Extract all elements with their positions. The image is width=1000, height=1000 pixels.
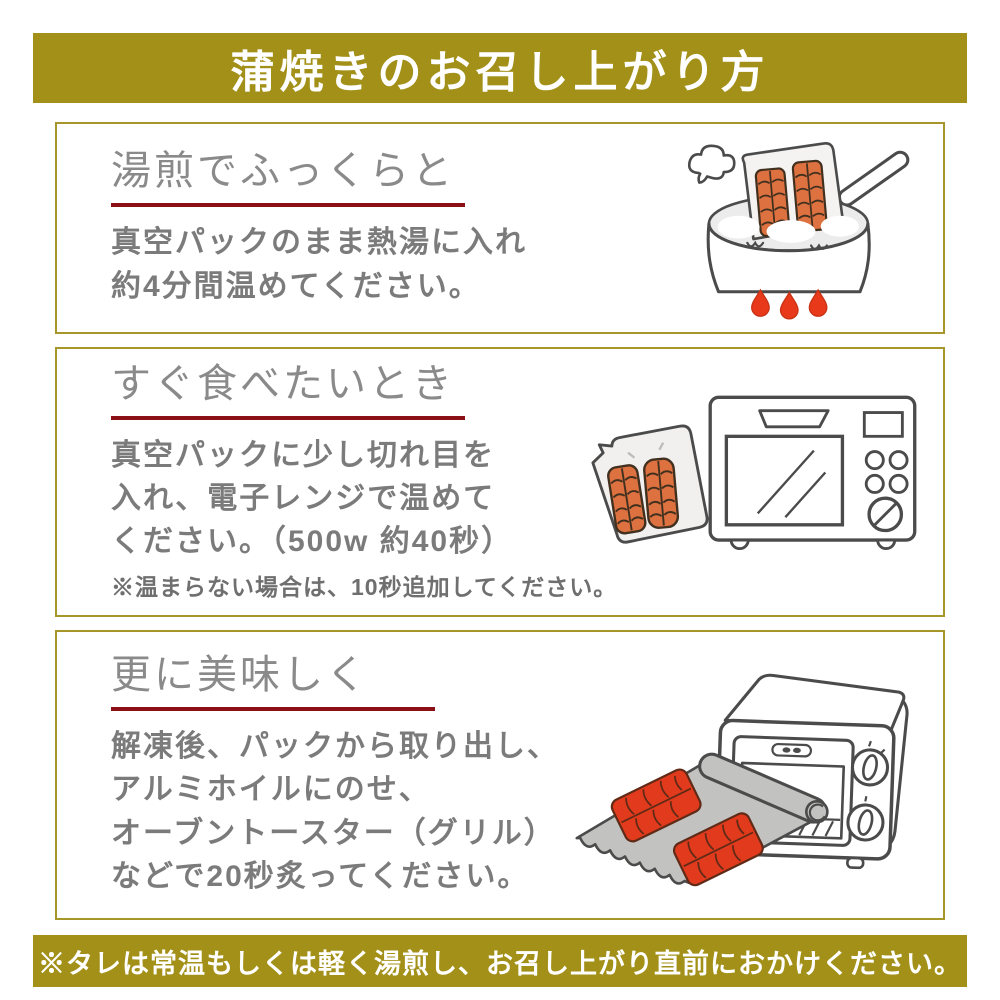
card-toaster-grill: 更に美味しく 解凍後、パックから取り出し、 アルミホイルにのせ、 オーブントース… <box>55 630 945 920</box>
body-line: 約4分間温めてください。 <box>111 269 481 303</box>
footer-note-banner: ※タレは常温もしくは軽く湯煎し、お召し上がり直前におかけください。 <box>33 935 967 987</box>
boiling-pot-icon <box>687 141 910 320</box>
body-line: オーブントースター（グリル） <box>111 816 556 850</box>
vacuum-pack-icon <box>741 141 845 241</box>
microwave-foot <box>876 538 897 551</box>
toaster-foot <box>846 856 865 870</box>
eel-fillet-icon <box>643 457 680 529</box>
card-microwave: すぐ食べたいとき 真空パックに少し切れ目を 入れ、電子レンジで温めて ください。… <box>55 347 945 617</box>
eel-fillet-icon <box>610 768 702 843</box>
microwave-footnote: ※温まらない場合は、10秒追加してください。 <box>111 574 618 601</box>
microwave-window <box>724 434 845 527</box>
microwave-top-vent <box>758 409 830 429</box>
body-line: アルミホイルにのせ、 <box>111 773 431 807</box>
toaster-dial <box>846 796 885 842</box>
foil-roll <box>698 752 829 824</box>
body-line: 解凍後、パックから取り出し、 <box>111 730 559 764</box>
body-line: 入れ、電子レンジで温めて <box>111 481 496 515</box>
microwave-illustration <box>577 382 929 582</box>
microwave-foot <box>729 538 750 551</box>
boiling-pot-illustration <box>667 136 929 320</box>
flame-icon <box>751 288 828 320</box>
page-title: 蒲焼きのお召し上がり方 <box>230 48 770 97</box>
vacuum-pack-icon <box>591 424 709 544</box>
foam <box>717 215 860 251</box>
microwave-text: すぐ食べたいとき 真空パックに少し切れ目を 入れ、電子レンジで温めて ください。… <box>111 361 618 603</box>
microwave-icon <box>708 395 917 551</box>
toaster-grill-text: 更に美味しく 解凍後、パックから取り出し、 アルミホイルにのせ、 オーブントース… <box>111 652 561 898</box>
eel-fillet-icon <box>672 812 764 887</box>
section-title-toaster-grill: 更に美味しく <box>111 652 435 712</box>
microwave-scene-icon <box>591 395 917 551</box>
toaster-vent <box>771 742 813 758</box>
toaster-scene-icon <box>575 673 909 887</box>
body-line: などで20秒炙ってください。 <box>111 859 530 893</box>
footer-note: ※タレは常温もしくは軽く湯煎し、お召し上がり直前におかけください。 <box>38 948 962 979</box>
section-title-microwave: すぐ食べたいとき <box>111 361 465 420</box>
microwave-display <box>862 411 904 438</box>
page-title-banner: 蒲焼きのお召し上がり方 <box>33 33 967 103</box>
aluminum-foil-icon <box>575 752 829 887</box>
body-line: ください。（500w 約40秒） <box>111 525 514 559</box>
toaster-dial <box>850 740 890 787</box>
section-title-hot-water-bath: 湯煎でふっくらと <box>111 148 465 208</box>
card-hot-water-bath: 湯煎でふっくらと 真空パックのまま熱湯に入れ 約4分間温めてください。 <box>55 122 945 334</box>
eel-fillet-icon <box>754 167 791 238</box>
body-line: 真空パックに少し切れ目を <box>111 438 495 472</box>
eel-fillet-icon <box>607 464 647 535</box>
toaster-oven-illustration <box>561 660 929 890</box>
steam-puff-icon <box>687 144 736 184</box>
instruction-cards: 湯煎でふっくらと 真空パックのまま熱湯に入れ 約4分間温めてください。 <box>33 122 967 920</box>
pot-handle <box>837 150 910 207</box>
cooking-pot-icon <box>706 222 871 294</box>
toaster-top-face <box>723 673 906 733</box>
body-line: 真空パックのまま熱湯に入れ <box>111 226 527 260</box>
microwave-dial <box>867 496 904 533</box>
hot-water-bath-text: 湯煎でふっくらと 真空パックのまま熱湯に入れ 約4分間温めてください。 <box>111 148 667 307</box>
microwave-buttons <box>864 450 909 494</box>
